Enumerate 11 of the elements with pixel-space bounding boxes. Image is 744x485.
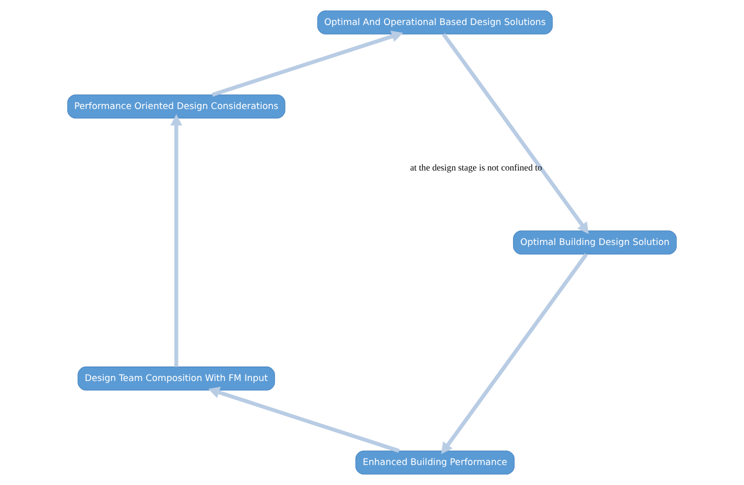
arrow (441, 253, 588, 454)
label: at the design stage is not confined to (410, 162, 542, 172)
node-box: Performance Oriented Design Considerations (67, 94, 286, 118)
arrow (208, 386, 400, 453)
node-box: Optimal And Operational Based Design Solutions (317, 10, 553, 34)
node-box: Optimal Building Design Solution (513, 230, 677, 254)
arrow (170, 114, 182, 367)
arrow (442, 33, 589, 234)
node-box: Design Team Composition With FM Input (78, 366, 275, 390)
arrow (212, 30, 404, 97)
node-box: Enhanced Building Performance (355, 450, 515, 475)
